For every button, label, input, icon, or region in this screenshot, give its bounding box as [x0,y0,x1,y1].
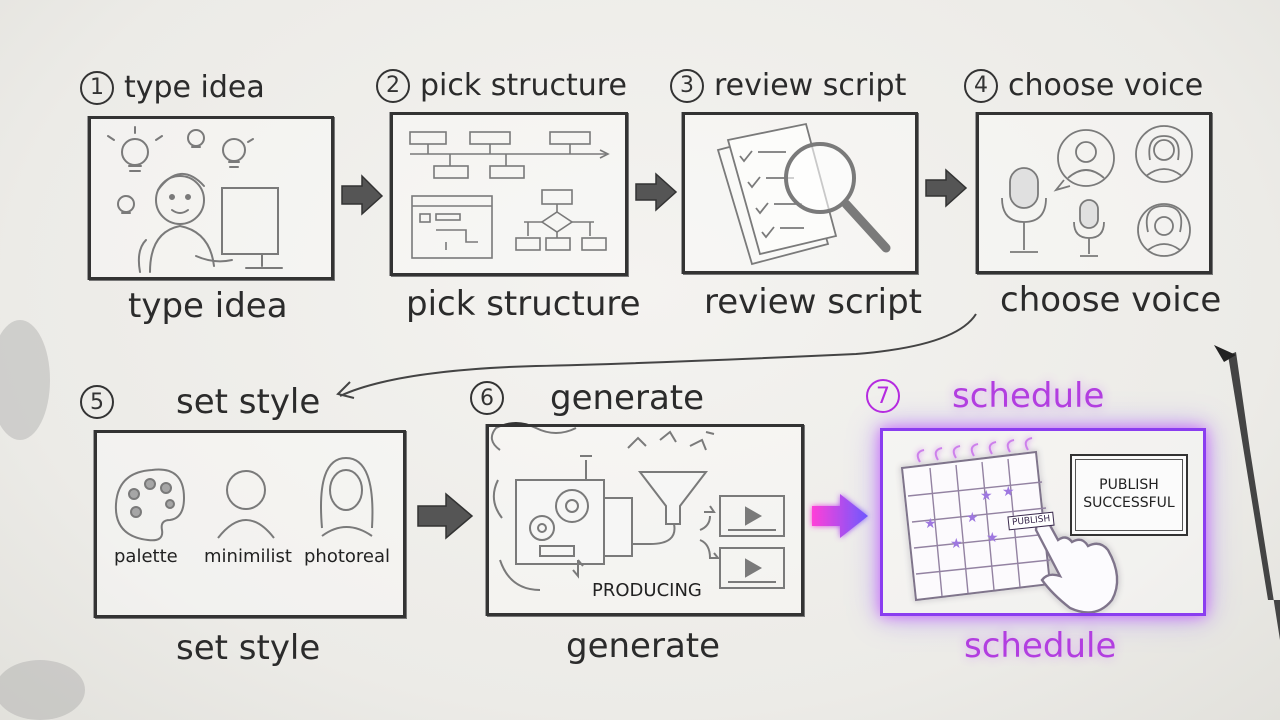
arrow-right-icon [925,168,968,208]
woman-avatar-icon [1137,203,1191,257]
svg-text:★: ★ [1002,484,1015,500]
person-outline-icon [217,470,275,539]
producing-label: PRODUCING [592,580,702,601]
timeline-icon [409,131,610,179]
magnifier-icon [784,142,891,253]
step-title: schedule [952,376,1105,416]
step-4-frame [976,112,1212,274]
step-number: 3 [670,68,704,103]
step-number: 1 [80,70,114,105]
gears-machine-icon [490,422,633,591]
style-option-minimilist: minimilist [204,546,292,567]
step-title: type idea [124,70,265,105]
step-2-header: 2 pick structure [376,68,627,103]
step-7-caption: schedule [964,626,1117,666]
lightbulb-icon [107,126,163,172]
step-title: choose voice [1008,68,1204,103]
microphone-icon [1001,167,1047,253]
svg-text:★: ★ [980,488,993,504]
curved-arrow-icon [339,313,977,397]
step-5-header: 5 set style [80,382,320,422]
step-5-caption: set style [176,628,321,668]
lightbulb-icon [117,195,135,214]
step-6-caption: generate [566,626,721,666]
step-number: 7 [866,379,900,413]
step-1-frame [88,116,334,280]
woman-portrait-icon [320,456,374,537]
pointing-hand-icon [1034,513,1119,614]
step-2-caption: pick structure [406,284,641,324]
microphone-icon [1073,199,1105,257]
eraser-smudge [0,320,85,720]
step-number: 4 [964,68,998,103]
video-play-icon [719,547,785,589]
step-number: 2 [376,68,410,103]
svg-text:★: ★ [950,536,963,552]
step-title: set style [176,382,321,422]
step-1-header: 1 type idea [80,70,265,105]
video-play-icon [719,495,785,537]
step-3-header: 3 review script [670,68,906,103]
step-number: 6 [470,381,504,415]
lightbulb-icon [187,129,205,148]
arrow-right-icon [635,172,678,212]
style-option-photoreal: photoreal [304,546,391,567]
lightbulb-icon [222,138,254,168]
step-3-caption: review script [704,282,922,322]
arrow-right-icon [812,494,868,538]
step-5-frame [94,430,406,618]
step-4-header: 4 choose voice [964,68,1203,103]
pencil-icon [1214,345,1280,640]
step-title: review script [714,68,907,103]
step-3-frame [682,112,918,274]
step-number: 5 [80,385,114,419]
funnel-icon [627,430,715,545]
publish-successful-badge: PUBLISH SUCCESSFUL [1070,454,1188,536]
branch-arrows [699,505,721,559]
style-option-palette: palette [114,546,178,567]
svg-text:★: ★ [986,530,999,546]
step-6-header: 6 generate [470,378,704,418]
calendar-icon: ★★ ★★ ★★ [900,437,1052,602]
step-6-frame [486,424,804,616]
publish-line-2: SUCCESSFUL [1083,495,1175,511]
man-avatar-icon [1053,129,1115,192]
step-title: pick structure [420,68,627,103]
woman-avatar-icon [1135,125,1193,183]
step-7-header: 7 schedule [866,376,1104,416]
curved-arrow-icon [336,381,355,399]
arrow-right-icon [341,174,384,216]
step-1-caption: type idea [128,286,288,326]
person-at-computer-icon [137,173,283,273]
step-4-caption: choose voice [1000,280,1222,320]
svg-text:★: ★ [924,516,937,532]
step-2-frame [390,112,628,276]
step-title: generate [550,378,705,418]
arrow-right-icon [417,492,474,540]
publish-line-1: PUBLISH [1099,477,1159,493]
palette-icon [114,468,186,542]
flowchart-icon [411,189,607,259]
svg-text:★: ★ [966,510,979,526]
